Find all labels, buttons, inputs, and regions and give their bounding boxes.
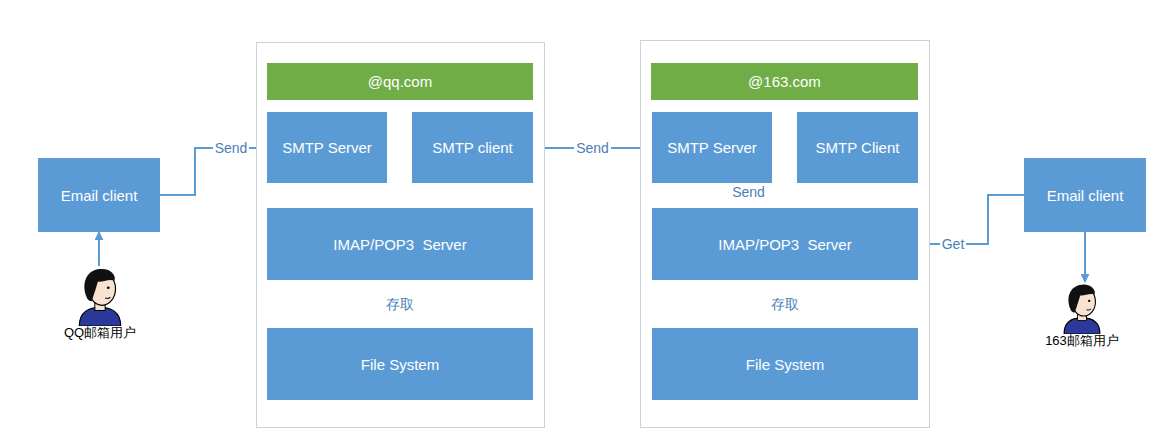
user-label: 163邮箱用户 <box>1040 332 1124 350</box>
edge-label: Send <box>574 140 611 156</box>
user-icon-part <box>107 286 110 289</box>
box-label: Email client <box>1047 187 1124 204</box>
mail-user: 163邮箱用户 <box>1040 282 1124 350</box>
process-box: IMAP/POP3 Server <box>652 208 918 280</box>
flow-arrow <box>918 195 1024 244</box>
flow-arrow <box>98 232 100 266</box>
box-label: IMAP/POP3 Server <box>718 236 851 253</box>
process-box: IMAP/POP3 Server <box>267 208 533 280</box>
process-box: SMTP Client <box>797 112 918 183</box>
user-icon-part <box>1068 285 1094 313</box>
flow-arrow <box>1084 232 1086 282</box>
box-label: SMTP client <box>432 139 513 156</box>
box-label: File System <box>746 356 824 373</box>
user-icon-part <box>105 297 110 298</box>
user-icon-part <box>84 269 114 301</box>
user-icon <box>1040 282 1124 334</box>
process-box: Email client <box>38 158 160 232</box>
user-label: QQ邮箱用户 <box>60 324 140 342</box>
process-box: File System <box>267 328 533 400</box>
box-label: SMTP Client <box>816 139 900 156</box>
process-box: Email client <box>1024 158 1146 232</box>
process-box: File System <box>652 328 918 400</box>
mail-user: QQ邮箱用户 <box>60 266 140 342</box>
domain-header: @qq.com <box>267 63 533 100</box>
process-box: SMTP Server <box>267 112 387 183</box>
user-icon-group <box>1064 285 1100 334</box>
box-label: File System <box>361 356 439 373</box>
user-icon-part <box>1088 300 1090 302</box>
process-box: SMTP client <box>412 112 533 183</box>
box-label: SMTP Server <box>282 139 372 156</box>
user-icon-group <box>79 269 120 326</box>
domain-header: @163.com <box>651 63 918 100</box>
user-icon <box>60 266 140 326</box>
edge-label: Get <box>940 236 967 252</box>
edge-label: 存取 <box>769 296 801 312</box>
mail-server: @163.comSMTP Server SMTP ClientIMAP/POP3 … <box>640 40 930 428</box>
process-box: SMTP Server <box>652 112 772 183</box>
box-label: Email client <box>61 187 138 204</box>
edge-label: Send <box>730 184 767 200</box>
domain-name: @qq.com <box>368 73 432 90</box>
user-icon-part <box>1086 309 1090 310</box>
edge-label: Send <box>213 140 250 156</box>
mail-server: @qq.comSMTP Server SMTP clientIMAP/POP3 S… <box>256 42 545 428</box>
domain-name: @163.com <box>748 73 821 90</box>
box-label: SMTP Server <box>667 139 757 156</box>
box-label: IMAP/POP3 Server <box>333 236 466 253</box>
edge-label: 存取 <box>384 296 416 312</box>
